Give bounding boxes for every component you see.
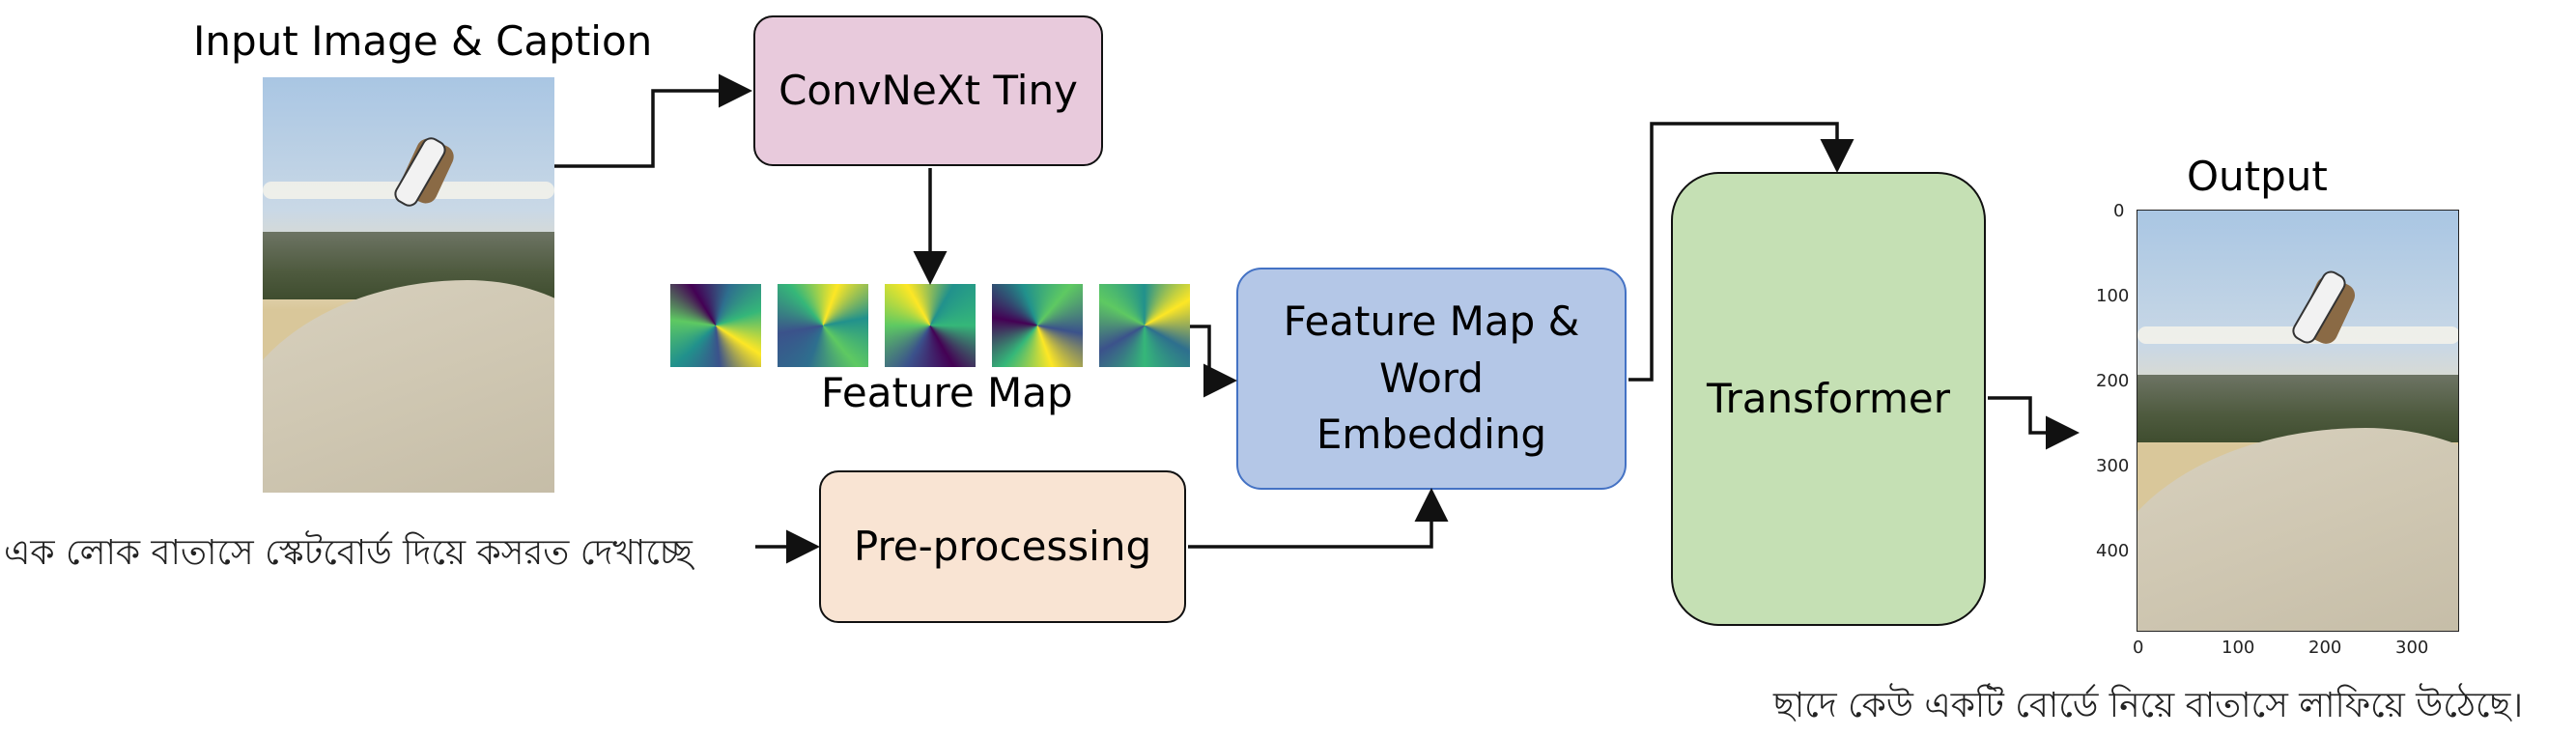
x-tick-label: 0 (2133, 638, 2144, 658)
fusion-label-line1: Feature Map & (1283, 297, 1580, 345)
transformer-node: Transformer (1671, 172, 1986, 626)
feature-map-tile (670, 284, 761, 367)
arrow-preprocessing-to-fusion (1188, 488, 1449, 549)
arrow-fusion-to-transformer (1628, 122, 1854, 382)
y-tick-label: 200 (2096, 371, 2130, 391)
y-tick-label: 400 (2096, 541, 2130, 561)
output-title: Output (2187, 153, 2328, 200)
output-plot (2137, 210, 2459, 632)
fusion-label-line2: Word (1379, 354, 1484, 402)
input-image (263, 77, 554, 493)
x-tick-label: 100 (2222, 638, 2255, 658)
convnext-node: ConvNeXt Tiny (753, 15, 1103, 166)
input-title: Input Image & Caption (193, 17, 653, 65)
transformer-label: Transformer (1706, 374, 1951, 422)
feature-map-tile (885, 284, 976, 367)
y-tick-label: 0 (2113, 201, 2125, 221)
y-tick-label: 300 (2096, 456, 2130, 476)
preprocessing-node: Pre-processing (819, 470, 1186, 623)
input-caption: এক লোক বাতাসে স্কেটবোর্ড দিয়ে কসরত দেখা… (4, 533, 693, 573)
output-caption: ছাদে কেউ একটি বোর্ডে নিয়ে বাতাসে লাফিয়… (1773, 686, 2524, 725)
feature-map-tile (778, 284, 868, 367)
feature-map-tile (992, 284, 1083, 367)
arrow-image-to-convnext (554, 73, 752, 168)
arrow-transformer-to-output (1988, 396, 2080, 450)
x-tick-label: 300 (2395, 638, 2429, 658)
arrow-featuremap-to-fusion (1190, 325, 1237, 398)
x-tick-label: 200 (2308, 638, 2342, 658)
feature-map-tile (1099, 284, 1190, 367)
fusion-node: Feature Map & Word Embedding (1236, 268, 1627, 490)
preprocessing-label: Pre-processing (853, 522, 1152, 570)
fusion-label-line3: Embedding (1316, 411, 1547, 459)
convnext-label: ConvNeXt Tiny (778, 66, 1078, 114)
feature-map-label: Feature Map (821, 369, 1073, 416)
y-tick-label: 100 (2096, 286, 2130, 306)
